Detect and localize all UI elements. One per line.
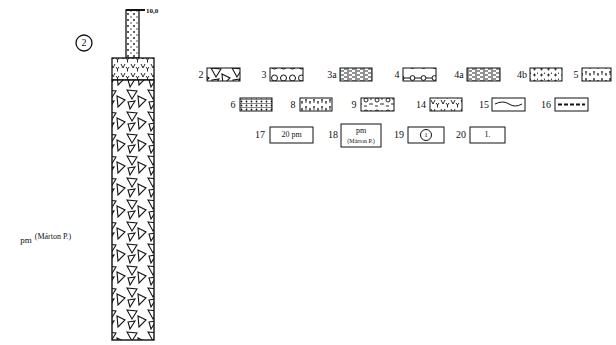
legend-number: 5: [574, 70, 579, 80]
legend-number: 4: [395, 70, 400, 80]
legend-number: 15: [479, 100, 489, 110]
swatch-text: 1.: [485, 131, 491, 139]
legend-number: 20: [456, 130, 466, 140]
callout-number: 2: [82, 38, 87, 48]
elevation-value: 10,0: [146, 8, 158, 15]
author-abbrev: pm: [20, 236, 32, 245]
legend-number: 3: [262, 70, 267, 80]
legend-number: 16: [541, 100, 551, 110]
legend-number: 9: [352, 100, 357, 110]
legend-number: 8: [291, 100, 296, 110]
legend-number: 18: [328, 130, 338, 140]
swatch-subtext: (Márton P.): [347, 138, 374, 144]
legend-number: 17: [255, 130, 265, 140]
legend-number: 2: [199, 70, 204, 80]
legend-number: 4a: [454, 70, 463, 80]
legend-number: 14: [416, 100, 426, 110]
legend-number: 6: [231, 100, 236, 110]
legend-number: 19: [394, 130, 404, 140]
swatch-text: 1: [424, 132, 428, 139]
swatch-text: pm: [356, 127, 366, 135]
legend-number: 4b: [517, 70, 527, 80]
swatch-text: 20 pm: [281, 131, 301, 139]
author-name: (Márton P.): [35, 233, 71, 241]
legend-number: 3a: [327, 70, 336, 80]
